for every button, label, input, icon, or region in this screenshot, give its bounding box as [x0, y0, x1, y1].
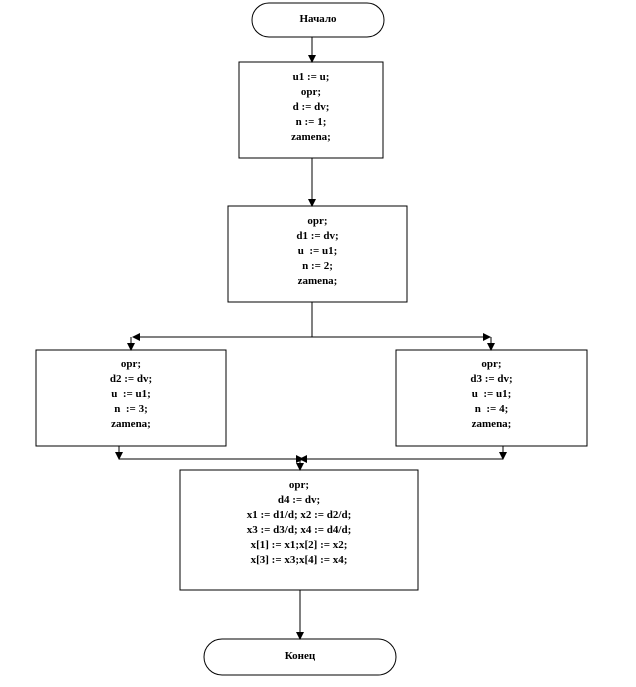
process-block-5: [179, 469, 419, 591]
block5-line: x1 := d1/d; x2 := d2/d;: [246, 509, 352, 521]
block5-line: opr;: [288, 479, 310, 491]
end-label: Конец: [284, 650, 316, 662]
block3-line: d2 := dv;: [109, 373, 153, 385]
process-block-4: [395, 349, 588, 447]
block4-line: opr;: [481, 358, 502, 370]
process-block-3: [35, 349, 227, 447]
process-block-1: [238, 61, 384, 159]
block3-line: n := 3;: [114, 403, 148, 415]
block4-line: zamena;: [471, 418, 512, 430]
start-terminator: [251, 2, 385, 38]
block3-line: u := u1;: [111, 388, 151, 400]
block1-line: d := dv;: [292, 101, 330, 113]
block1-line: u1 := u;: [292, 71, 330, 83]
block1-line: n := 1;: [295, 116, 327, 128]
block2-line: d1 := dv;: [296, 230, 339, 242]
block4-text: opr; d3 := dv; u := u1; n := 4; zamena;: [396, 357, 587, 432]
block2-line: n := 2;: [302, 260, 333, 272]
process-block-2: [227, 205, 408, 303]
block3-text: opr; d2 := dv; u := u1; n := 3; zamena;: [36, 357, 226, 432]
block2-line: zamena;: [297, 275, 338, 287]
block2-text: opr; d1 := dv; u := u1; n := 2; zamena;: [228, 214, 407, 289]
block5-text: opr; d4 := dv; x1 := d1/d; x2 := d2/d; x…: [180, 478, 418, 568]
block4-line: n := 4;: [474, 403, 509, 415]
block4-line: d3 := dv;: [470, 373, 513, 385]
block1-line: zamena;: [291, 131, 331, 143]
block5-line: x[1] := x1;x[2] := x2;: [250, 539, 348, 551]
block3-line: opr;: [120, 358, 142, 370]
block2-line: opr;: [307, 215, 328, 227]
block4-line: u := u1;: [471, 388, 512, 400]
block5-line: x3 := d3/d; x4 := d4/d;: [246, 524, 352, 536]
block1-line: opr;: [300, 86, 322, 98]
block5-line: x[3] := x3;x[4] := x4;: [250, 554, 348, 566]
block1-text: u1 := u; opr; d := dv; n := 1; zamena;: [239, 70, 383, 145]
start-label: Начало: [299, 13, 337, 25]
block5-line: d4 := dv;: [277, 494, 321, 506]
block2-line: u := u1;: [297, 245, 338, 257]
block3-line: zamena;: [111, 418, 151, 430]
